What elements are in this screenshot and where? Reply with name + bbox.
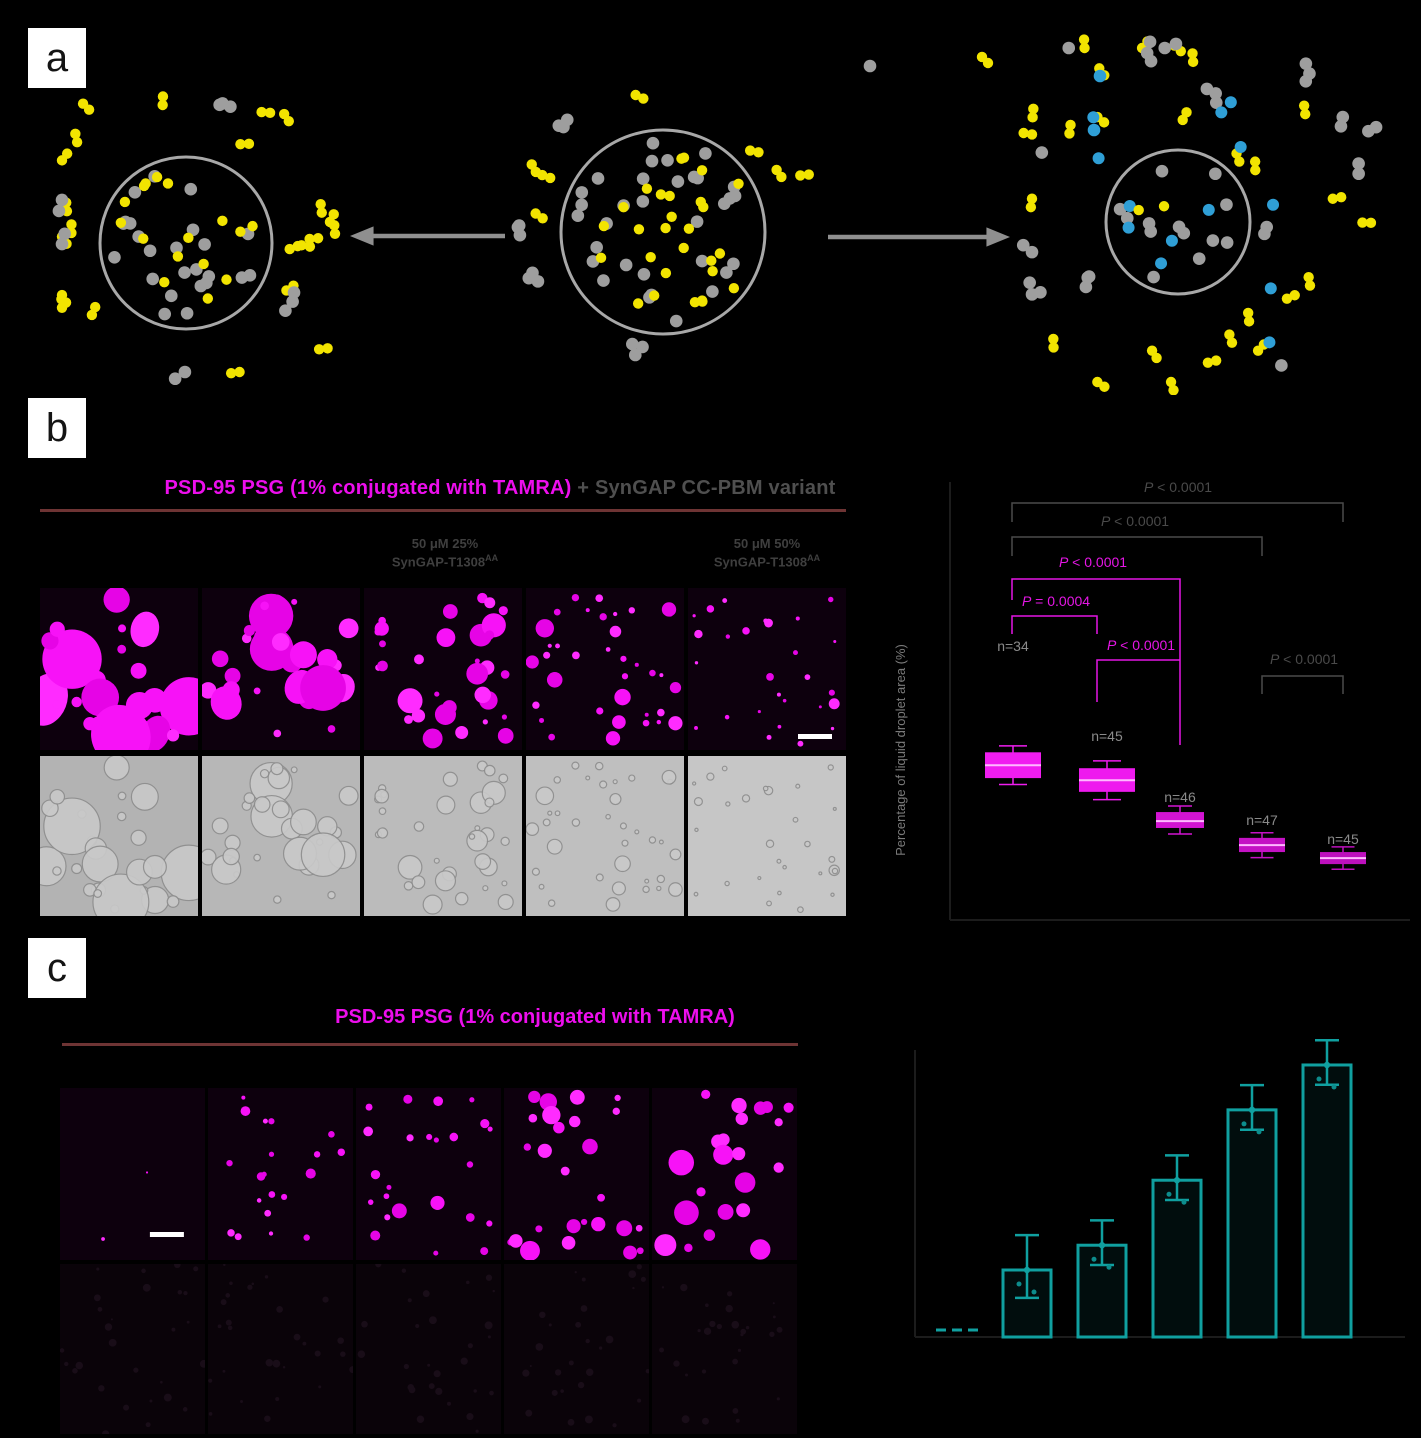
c-dark-tile-1 (60, 1264, 205, 1434)
c-dark-tile-3 (356, 1264, 501, 1434)
b-dic-tile-2 (202, 756, 360, 916)
column-label-50pct-syngap: 50 μM 50% SynGAP-T1308AA (688, 536, 846, 571)
column-label-line1: 50 μM 25% (411, 536, 479, 551)
column-label-line2: SynGAP-T1308AA (713, 552, 821, 570)
b-dic-tile-5 (688, 756, 846, 916)
svg-text:n=45: n=45 (1091, 728, 1123, 744)
svg-text:n=45: n=45 (1327, 831, 1359, 847)
b-dic-tile-1 (40, 756, 198, 916)
c-dark-tile-4 (504, 1264, 649, 1434)
panel-b-title: PSD-95 PSG (1% conjugated with TAMRA) + … (95, 477, 905, 500)
c-fluorescence-tile-4 (504, 1088, 649, 1260)
svg-text:P < 0.0001: P < 0.0001 (1270, 651, 1338, 667)
svg-text:P < 0.0001: P < 0.0001 (1059, 554, 1127, 570)
panel-b-title-gray: + SynGAP CC-PBM variant (571, 477, 836, 499)
svg-text:n=47: n=47 (1246, 812, 1278, 828)
column-label-25pct-syngap: 50 μM 25% SynGAP-T1308AA (364, 536, 526, 571)
c-dark-tile-5 (652, 1264, 797, 1434)
panel-c-title: PSD-95 PSG (1% conjugated with TAMRA) (335, 1006, 735, 1028)
c-fluorescence-tile-1 (60, 1088, 205, 1260)
svg-text:P = 0.0004: P = 0.0004 (1022, 593, 1090, 609)
column-label-line2: SynGAP-T1308AA (391, 552, 499, 570)
c-fluorescence-tile-2 (208, 1088, 353, 1260)
panel-label-b: b (28, 398, 86, 458)
c-fluorescence-tile-5 (652, 1088, 797, 1260)
svg-text:P < 0.0001: P < 0.0001 (1107, 637, 1175, 653)
b-fluorescence-tile-3 (364, 588, 522, 750)
panel-b-title-rule (40, 509, 846, 512)
phase-separation-schematic (52, 34, 1383, 395)
b-fluorescence-tile-1 (40, 588, 198, 750)
c-fluorescence-tile-3 (356, 1088, 501, 1260)
svg-text:P < 0.0001: P < 0.0001 (1144, 479, 1212, 495)
b-fluorescence-tile-2 (202, 588, 360, 750)
droplet-area-boxplot: Percentage of liquid droplet area (%) n=3… (893, 479, 1410, 921)
c-dark-tile-2 (208, 1264, 353, 1434)
b-fluorescence-tile-5 (688, 588, 846, 750)
svg-text:n=34: n=34 (997, 638, 1029, 654)
svg-text:n=46: n=46 (1164, 789, 1196, 805)
svg-text:Percentage of liquid droplet a: Percentage of liquid droplet area (%) (893, 644, 908, 856)
panel-b-title-magenta: PSD-95 PSG (1% conjugated with TAMRA) (164, 477, 572, 499)
condensate-bar-chart (914, 1038, 1405, 1339)
svg-text:P < 0.0001: P < 0.0001 (1101, 513, 1169, 529)
panel-label-a: a (28, 28, 86, 88)
column-label-line1: 50 μM 50% (733, 536, 801, 551)
b-dic-tile-4 (526, 756, 684, 916)
panel-label-c: c (28, 938, 86, 998)
b-fluorescence-tile-4 (526, 588, 684, 750)
b-dic-tile-3 (364, 756, 522, 916)
panel-c-title-rule (62, 1043, 798, 1046)
